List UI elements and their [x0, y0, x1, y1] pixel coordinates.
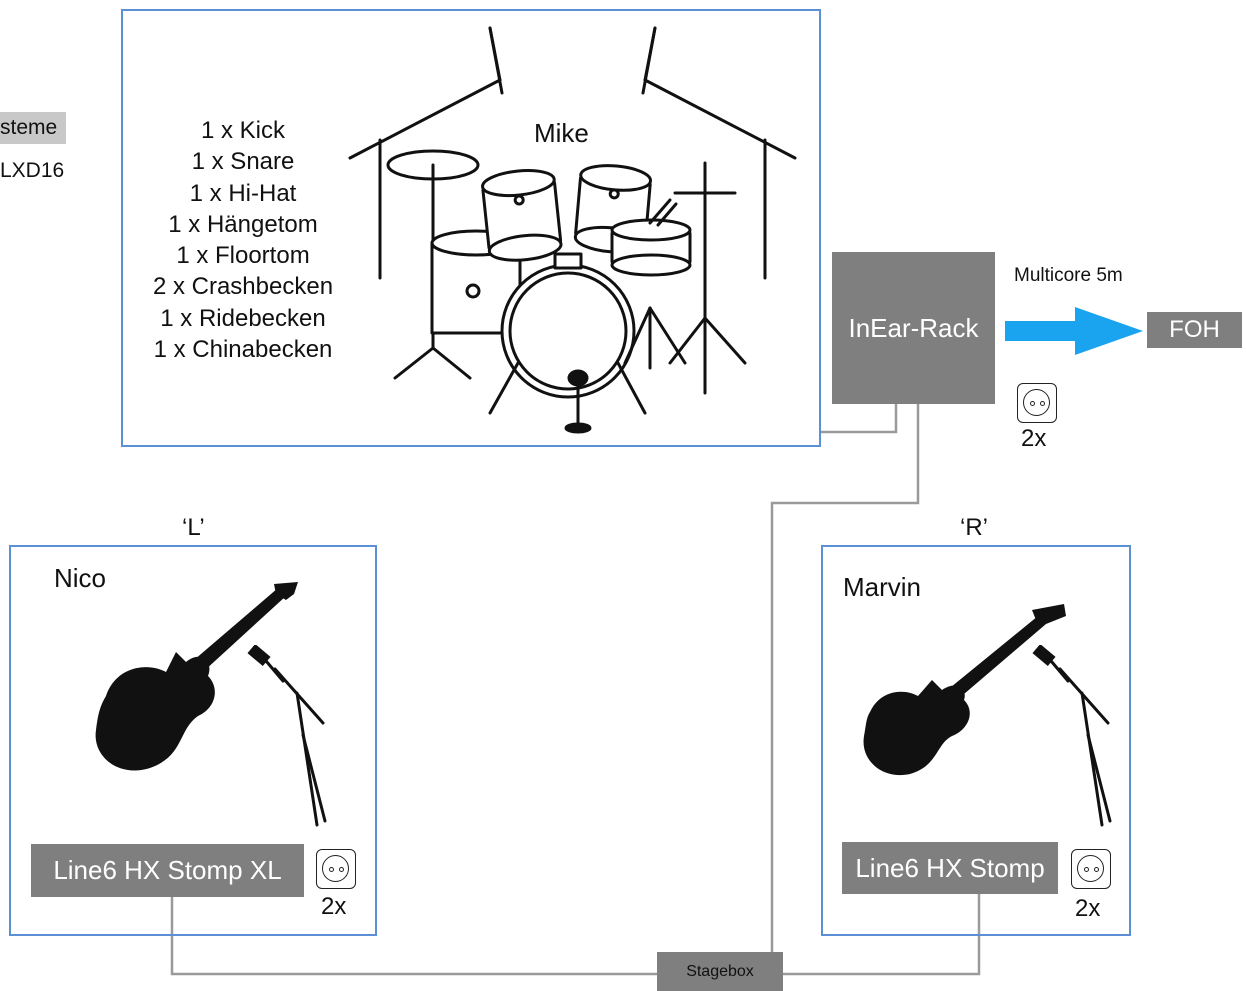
drum-item: 1 x Hi-Hat [189, 179, 297, 207]
drum-zone [121, 9, 821, 447]
cable-drums-to-rack [820, 404, 898, 434]
rack-socket-count: 2x [1021, 425, 1047, 452]
power-socket-icon [1017, 383, 1057, 423]
vocal-mic-icon [247, 645, 327, 827]
left-system-tag: steme [0, 112, 66, 144]
vocal-mic-icon [1032, 645, 1112, 827]
multicore-label: Multicore 5m [1014, 265, 1123, 286]
stagebox: Stagebox [657, 952, 783, 991]
power-socket-icon [316, 849, 356, 889]
right-device-box: Line6 HX Stomp [842, 842, 1058, 894]
drum-item: 1 x Snare [191, 148, 295, 176]
drum-kit-icon [348, 26, 797, 434]
drum-item: 1 x Kick [200, 117, 286, 144]
left-socket-count: 2x [321, 893, 347, 920]
right-side-label: ‘R’ [960, 514, 988, 541]
drum-item: 1 x Floortom [176, 242, 310, 270]
multicore-arrow-icon [1005, 307, 1143, 355]
drum-item: 1 x Chinabecken [153, 336, 333, 364]
left-side-label: ‘L’ [182, 514, 205, 541]
left-system-model: LXD16 [0, 159, 65, 182]
electric-guitar-icon [95, 582, 298, 771]
left-device-box: Line6 HX Stomp XL [31, 844, 304, 897]
right-socket-count: 2x [1075, 895, 1101, 922]
right-zone [821, 545, 1131, 936]
cable-marvin-to-stagebox [783, 893, 981, 976]
left-musician-name: Nico [54, 563, 107, 593]
inear-rack-box: InEar-Rack [832, 252, 995, 404]
bass-guitar-icon [863, 604, 1066, 776]
power-socket-icon [1071, 849, 1111, 889]
foh-box: FOH [1147, 312, 1242, 348]
drum-item: 1 x Ridebecken [160, 304, 326, 332]
left-zone [9, 545, 377, 936]
drum-kit-list: 1 x Kick 1 x Snare 1 x Hi-Hat 1 x Hänget… [138, 115, 348, 365]
drum-item: 2 x Crashbecken [152, 273, 334, 301]
cable-nico-to-stagebox [170, 897, 658, 976]
drummer-name: Mike [534, 118, 589, 148]
right-musician-name: Marvin [843, 572, 922, 602]
drum-item: 1 x Hängetom [168, 210, 318, 238]
